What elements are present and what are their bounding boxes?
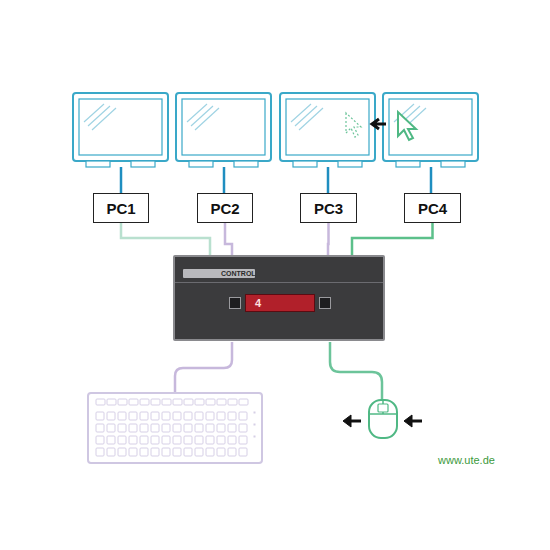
mouse-cable [330,342,382,400]
computer-label: PC2 [210,200,239,217]
pc-cable [327,223,330,255]
move-arrow [372,119,386,129]
computer-box: PC4 [404,193,461,223]
video-lead [121,167,431,193]
select-button [229,297,241,309]
pc-cable [121,223,210,255]
monitor [280,93,375,167]
computer-box: PC3 [300,193,357,223]
monitor [73,93,168,167]
monitor [383,93,478,167]
pc-cable [225,223,232,255]
computer-label: PC1 [106,200,135,217]
screen-glare [84,104,426,130]
computer-label: PC4 [418,200,447,217]
computer-box: PC2 [197,193,253,223]
brand-text: CONTROL [221,269,256,278]
mouse [369,400,397,438]
channel-number: 4 [255,297,261,309]
pc-cable [352,223,433,255]
monitor [176,93,271,167]
keyboard [88,393,262,463]
website-url: www.ute.de [438,454,495,466]
kvm-switch: CONTROL 4 [173,255,385,341]
computer-label: PC3 [314,200,343,217]
computer-box: PC1 [93,193,149,223]
keyboard-cable [175,342,232,393]
panel-line [175,282,383,283]
select-button [319,297,331,309]
ghost-cursor [346,113,361,137]
mouse-motion-arrows [343,415,422,427]
mouse-cursor [398,112,416,140]
